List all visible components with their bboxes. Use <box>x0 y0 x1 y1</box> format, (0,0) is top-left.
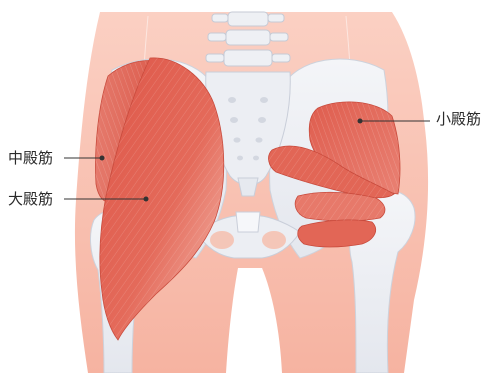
leader-dot-medius <box>100 156 105 161</box>
leader-dot-maximus <box>144 197 149 202</box>
label-gluteus-medius: 中殿筋 <box>8 151 53 166</box>
leader-dot-minimus <box>358 119 363 124</box>
label-gluteus-minimus: 小殿筋 <box>436 112 481 127</box>
label-gluteus-maximus: 大殿筋 <box>8 192 53 207</box>
